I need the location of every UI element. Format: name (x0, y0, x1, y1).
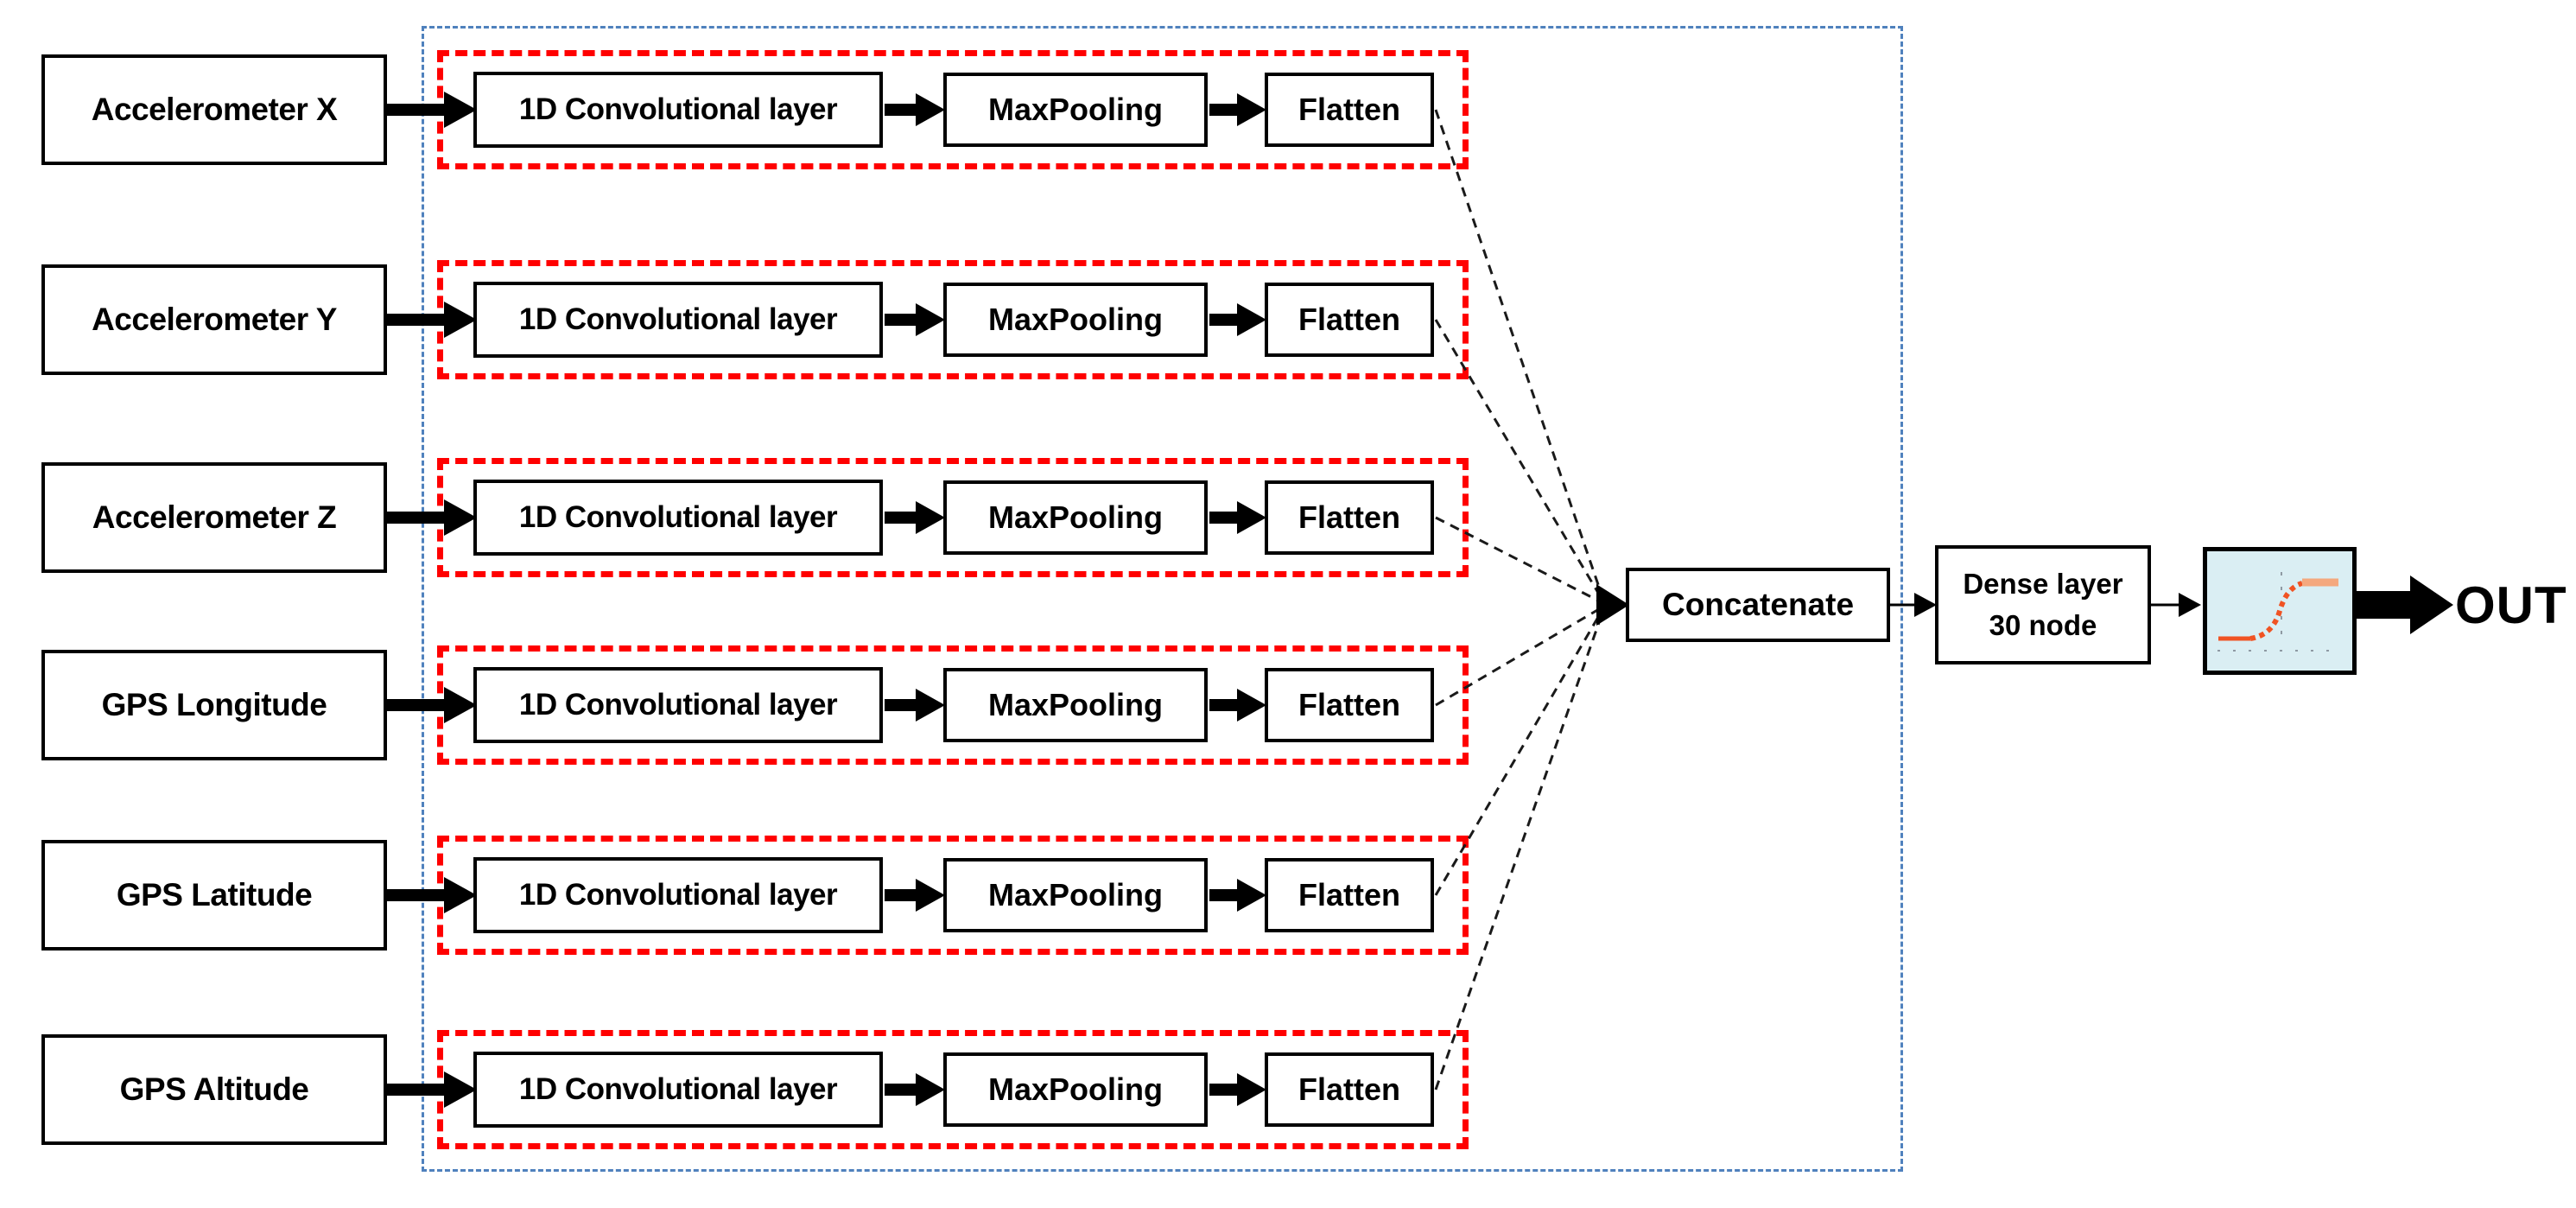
maxpooling-box: MaxPooling (943, 1052, 1208, 1127)
model-boundary-dashed-box (422, 26, 1903, 1172)
conv1d-layer-box: 1D Convolutional layer (473, 282, 883, 358)
conv1d-layer-box: 1D Convolutional layer (473, 480, 883, 556)
input-box-accelerometer-y: Accelerometer Y (41, 264, 387, 375)
flatten-box: Flatten (1265, 283, 1434, 357)
maxpooling-box: MaxPooling (943, 858, 1208, 932)
flatten-box: Flatten (1265, 480, 1434, 555)
conv1d-layer-box: 1D Convolutional layer (473, 857, 883, 933)
input-box-gps-longitude: GPS Longitude (41, 650, 387, 760)
conv1d-layer-box: 1D Convolutional layer (473, 72, 883, 148)
maxpooling-box: MaxPooling (943, 480, 1208, 555)
input-box-accelerometer-x: Accelerometer X (41, 54, 387, 165)
flatten-box: Flatten (1265, 858, 1434, 932)
maxpooling-box: MaxPooling (943, 668, 1208, 742)
flatten-box: Flatten (1265, 668, 1434, 742)
dense-node-count-label: 30 node (1989, 609, 2097, 641)
maxpooling-box: MaxPooling (943, 283, 1208, 357)
sigmoid-rise (2249, 581, 2303, 641)
flatten-box: Flatten (1265, 1052, 1434, 1127)
input-box-gps-latitude: GPS Latitude (41, 840, 387, 951)
dense-layer-label: Dense layer (1963, 568, 2123, 601)
conv1d-layer-box: 1D Convolutional layer (473, 1052, 883, 1128)
maxpooling-box: MaxPooling (943, 73, 1208, 147)
sigmoid-activation-icon (2203, 547, 2357, 675)
dense-layer-box: Dense layer 30 node (1935, 545, 2151, 664)
flatten-box: Flatten (1265, 73, 1434, 147)
input-box-accelerometer-z: Accelerometer Z (41, 462, 387, 573)
sigmoid-curve-plot (2218, 572, 2342, 652)
conv1d-layer-box: 1D Convolutional layer (473, 667, 883, 743)
output-label: OUT (2455, 575, 2567, 634)
input-box-gps-altitude: GPS Altitude (41, 1034, 387, 1145)
concatenate-box: Concatenate (1626, 568, 1890, 642)
